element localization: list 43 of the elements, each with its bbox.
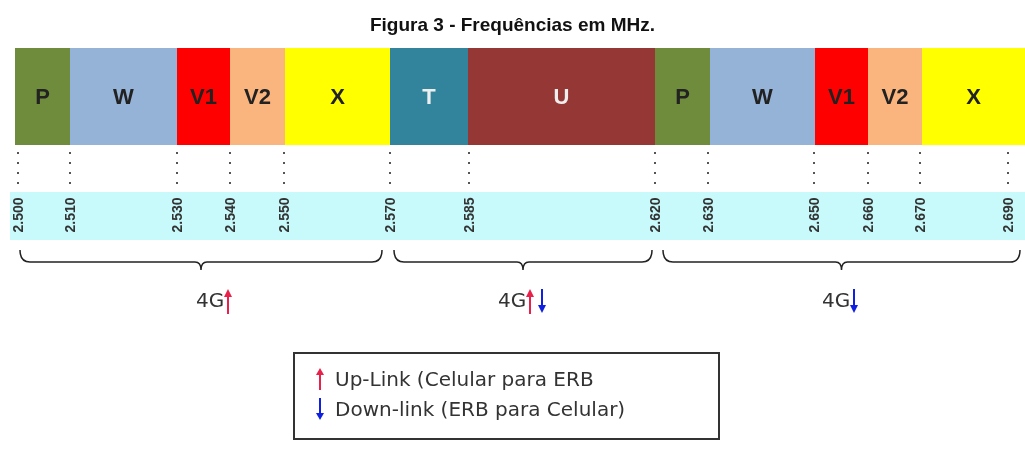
tick-label: 2.630 <box>700 196 716 235</box>
tick-label: 2.570 <box>382 196 398 235</box>
tick-label: 2.540 <box>222 196 238 235</box>
tick-label: 2.550 <box>276 196 292 235</box>
frequency-band <box>285 48 390 145</box>
band-label: W <box>113 83 134 110</box>
frequency-band <box>230 48 285 145</box>
frequency-band <box>70 48 177 145</box>
legend-text: Up-Link (Celular para ERB <box>335 367 594 391</box>
band-label: U <box>553 83 570 110</box>
band-group-label: 4G <box>822 288 851 312</box>
figure-title: Figura 3 - Frequências em MHz. <box>368 14 657 36</box>
frequency-band <box>710 48 815 145</box>
band-label: X <box>966 83 981 110</box>
frequency-band <box>868 48 922 145</box>
band-label: W <box>752 83 773 110</box>
frequency-band <box>468 48 655 145</box>
frequency-band <box>815 48 868 145</box>
band-label: T <box>422 83 436 110</box>
legend-text: Down-link (ERB para Celular) <box>335 397 626 421</box>
band-label: V1 <box>828 83 855 110</box>
band-group-label: 4G <box>196 288 225 312</box>
frequency-band <box>922 48 1025 145</box>
tick-label: 2.530 <box>169 196 185 235</box>
band-label: X <box>330 83 345 110</box>
band-label: P <box>35 83 50 110</box>
tick-label: 2.650 <box>806 196 822 235</box>
frequency-band <box>177 48 230 145</box>
band-label: V2 <box>244 83 271 110</box>
frequency-band <box>15 48 70 145</box>
band-group-label: 4G <box>498 288 527 312</box>
tick-label: 2.500 <box>10 196 26 235</box>
tick-label: 2.510 <box>62 196 78 235</box>
tick-label: 2.620 <box>647 196 663 235</box>
tick-label: 2.660 <box>860 196 876 235</box>
band-label: V1 <box>190 83 217 110</box>
tick-label: 2.585 <box>461 196 477 235</box>
frequency-band <box>390 48 468 145</box>
band-label: P <box>675 83 690 110</box>
tick-label: 2.670 <box>912 196 928 235</box>
tick-label: 2.690 <box>1000 196 1016 235</box>
band-label: V2 <box>881 83 909 110</box>
frequency-band <box>655 48 710 145</box>
